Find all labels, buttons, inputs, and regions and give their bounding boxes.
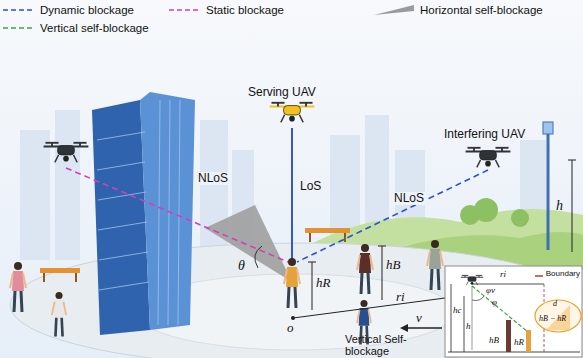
legend-item: Dynamic blockage xyxy=(2,3,134,17)
legend-text: Dynamic blockage xyxy=(40,4,134,16)
dashed-line-sample xyxy=(168,3,202,17)
legend-item: Vertical self-blockage xyxy=(2,21,149,35)
uav-label: Interfering UAV xyxy=(444,128,525,141)
height-symbol: hR xyxy=(316,276,330,290)
height-symbol: h xyxy=(466,322,471,332)
height-symbol: hB xyxy=(489,336,499,346)
boundary-label: Boundary xyxy=(546,270,580,279)
region-label: Vertical Self-blockage xyxy=(345,333,407,357)
legend-item: Horizontal self-blockage xyxy=(372,3,543,17)
velocity-symbol: v xyxy=(416,311,422,325)
height-symbol: hR xyxy=(514,338,524,348)
radius-symbol: ri xyxy=(500,270,506,280)
radius-symbol: ri xyxy=(396,290,405,304)
distance-symbol: d xyxy=(553,300,557,309)
origin-symbol: o xyxy=(287,321,294,335)
legend-text: Vertical self-blockage xyxy=(40,22,149,34)
link-label: NLoS xyxy=(196,172,230,185)
link-label: LoS xyxy=(298,180,323,193)
legend-text: Static blockage xyxy=(206,4,284,16)
dashed-line-sample xyxy=(2,3,36,17)
legend-text: Horizontal self-blockage xyxy=(420,4,543,16)
dashed-line-sample xyxy=(2,21,36,35)
height-symbol: h xyxy=(556,198,563,213)
legend-item: Static blockage xyxy=(168,3,284,17)
wedge-sample xyxy=(372,3,416,17)
angle-symbol: φv xyxy=(486,286,495,296)
angle-symbol: φ xyxy=(492,298,497,308)
height-symbol: hB xyxy=(386,258,400,272)
angle-symbol: θ xyxy=(238,258,245,273)
height-diff-symbol: hB − hR xyxy=(539,315,566,324)
uav-label: Serving UAV xyxy=(248,86,316,99)
link-label: NLoS xyxy=(392,192,426,205)
height-symbol: hc xyxy=(453,306,462,316)
